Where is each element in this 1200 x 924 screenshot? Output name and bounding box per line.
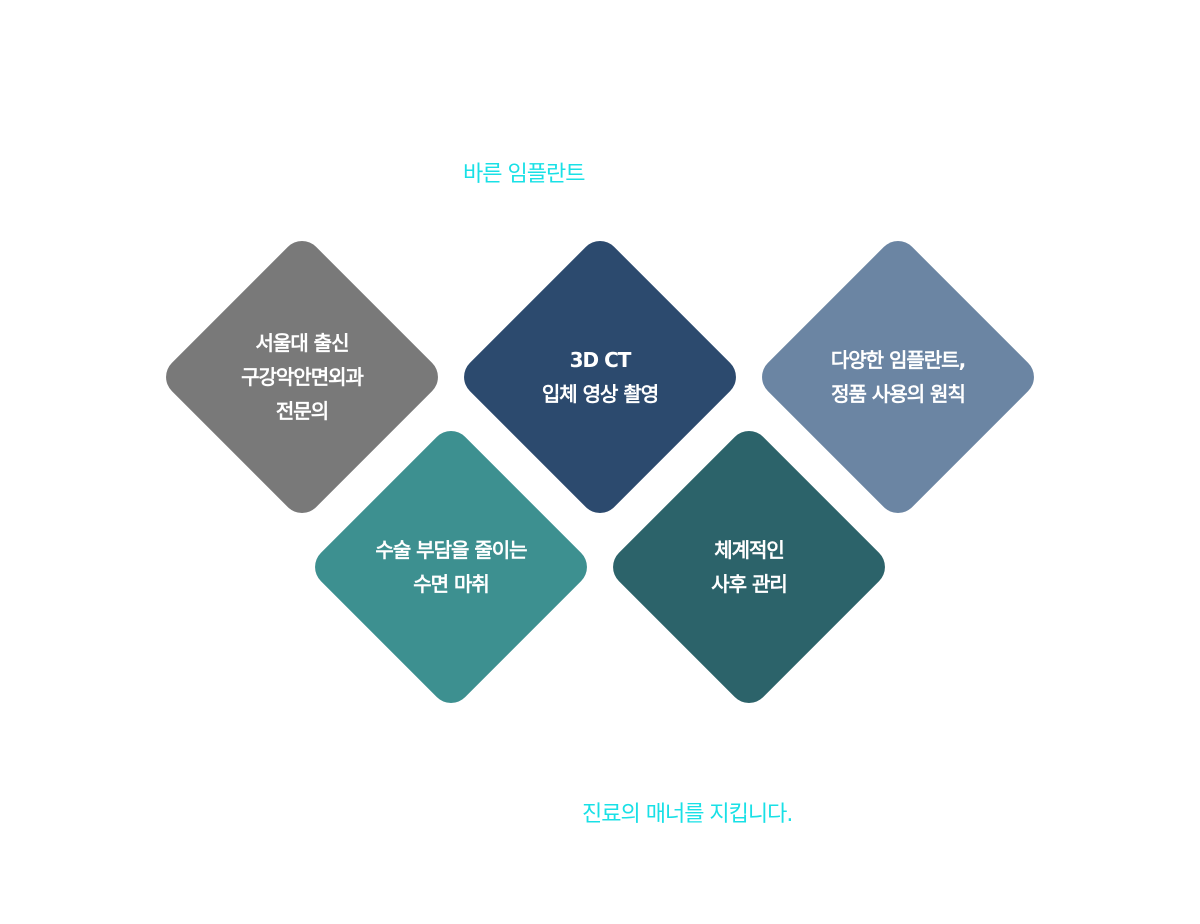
diamond-text: 다양한 임플란트, 정품 사용의 원칙 bbox=[753, 232, 1043, 522]
diamond-text-line: 3D CT bbox=[569, 348, 632, 372]
diamond-text: 체계적인 사후 관리 bbox=[604, 422, 894, 712]
diamond-text: 수술 부담을 줄이는 수면 마취 bbox=[306, 422, 596, 712]
diamond-text-line: 다양한 임플란트, bbox=[830, 348, 966, 372]
heading-caption: 바른 임플란트 bbox=[463, 162, 585, 187]
diamond-text-line: 입체 영상 촬영 bbox=[541, 382, 659, 406]
diamond-card-surgeon: 서울대 출신 구강악안면외과 전문의 bbox=[157, 232, 447, 522]
diamond-text-line: 체계적인 bbox=[714, 538, 785, 562]
diamond-card-3d-ct: 3D CT 입체 영상 촬영 bbox=[455, 232, 745, 522]
diamond-card-sedation: 수술 부담을 줄이는 수면 마취 bbox=[306, 422, 596, 712]
diamond-text: 서울대 출신 구강악안면외과 전문의 bbox=[157, 232, 447, 522]
diamond-text-line: 수면 마취 bbox=[413, 572, 490, 596]
diamond-text-line: 구강악안면외과 bbox=[241, 365, 364, 389]
diamond-text-line: 서울대 출신 bbox=[255, 331, 350, 355]
diamond-text-line: 전문의 bbox=[275, 399, 329, 423]
diamond-text-line: 정품 사용의 원칙 bbox=[831, 382, 966, 406]
diamond-card-genuine-implants: 다양한 임플란트, 정품 사용의 원칙 bbox=[753, 232, 1043, 522]
diamond-text: 3D CT 입체 영상 촬영 bbox=[455, 232, 745, 522]
diamond-card-aftercare: 체계적인 사후 관리 bbox=[604, 422, 894, 712]
diamond-text-line: 사후 관리 bbox=[711, 572, 788, 596]
footer-caption: 진료의 매너를 지킵니다. bbox=[582, 802, 793, 827]
diamond-text-line: 수술 부담을 줄이는 bbox=[375, 538, 527, 562]
